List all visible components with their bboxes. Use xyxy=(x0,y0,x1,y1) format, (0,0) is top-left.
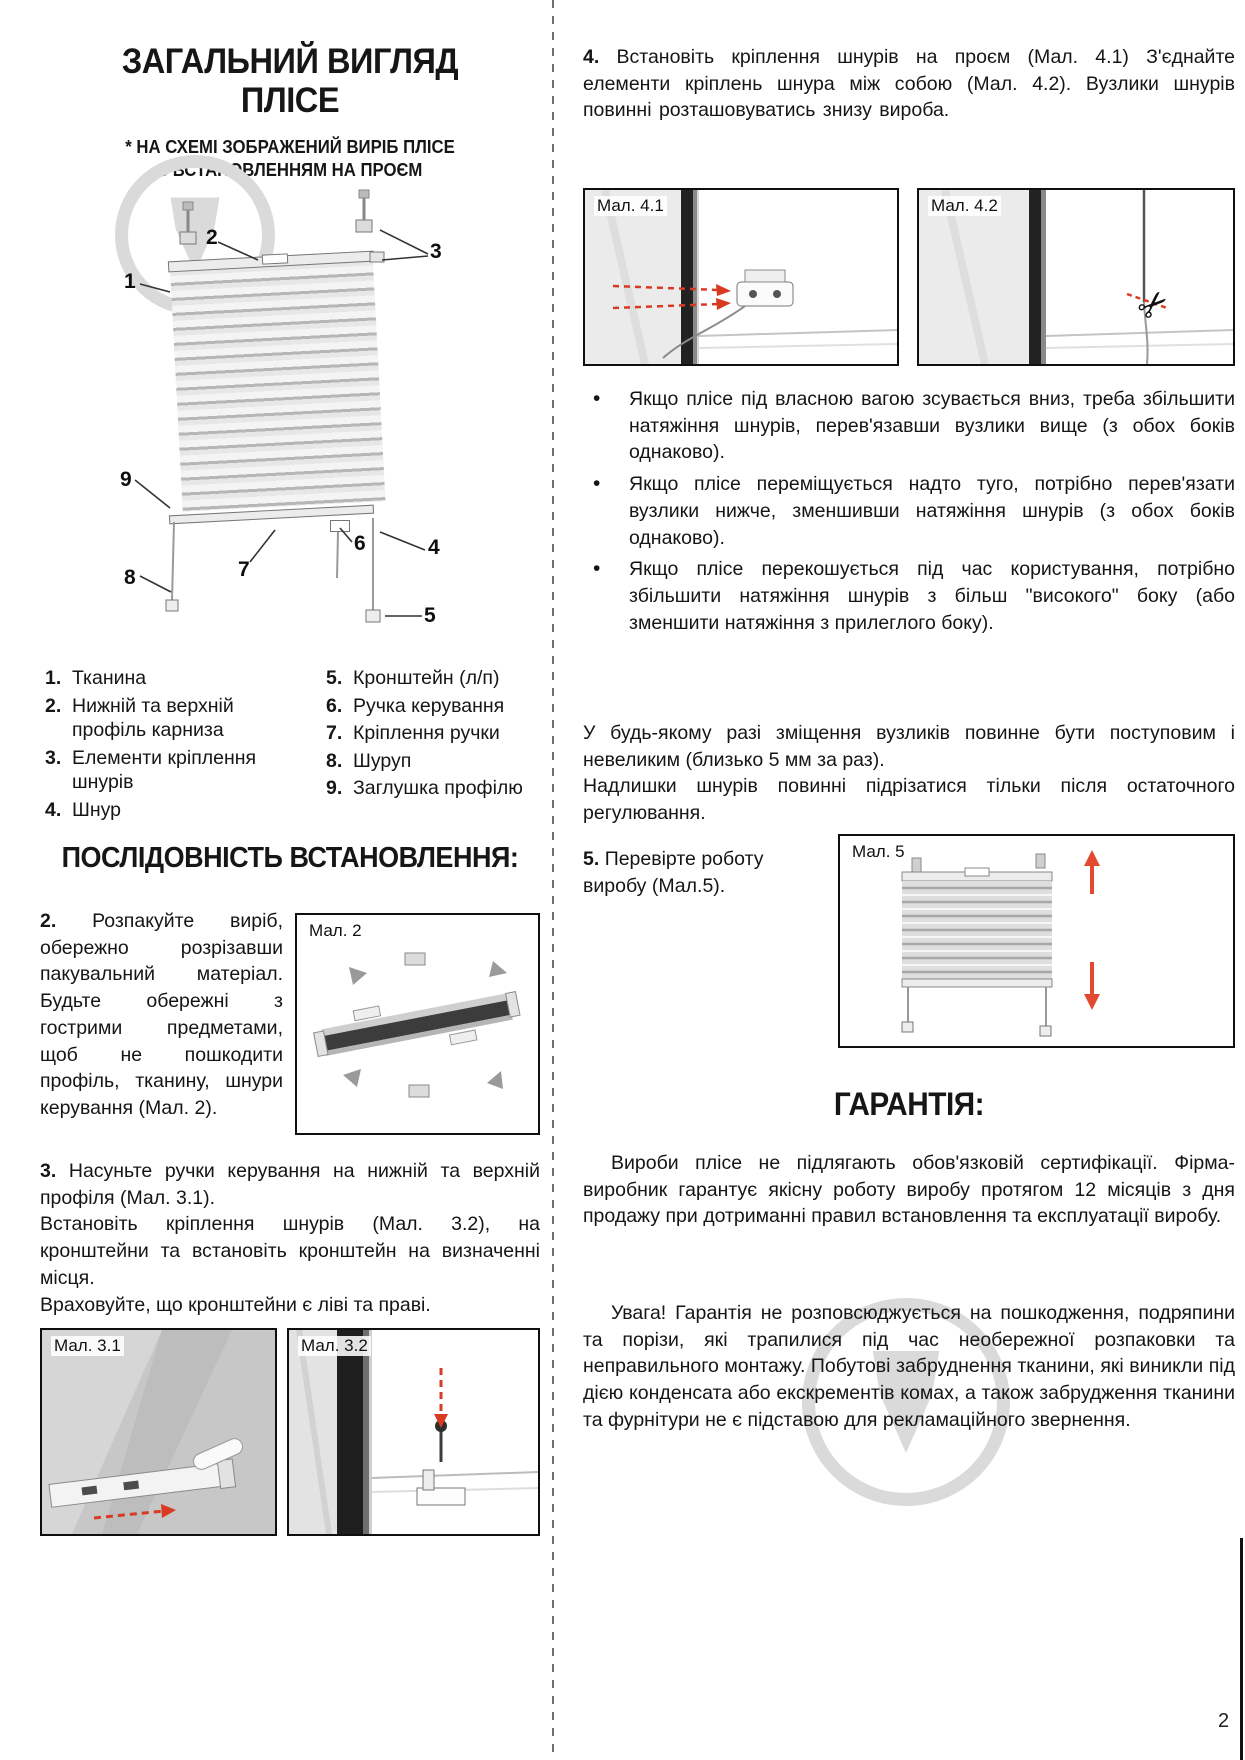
red-arrow xyxy=(612,302,720,310)
legend-item: 5.Кронштейн (л/п) xyxy=(326,667,500,689)
cord-bracket xyxy=(736,281,794,307)
step5-paragraph: 5. Перевірте роботу виробу (Мал.5). xyxy=(583,846,818,899)
callout-7: 7 xyxy=(238,558,250,581)
figure-2-label: Мал. 2 xyxy=(306,921,365,941)
window-frame xyxy=(1029,190,1041,364)
legend-item: 8.Шуруп xyxy=(326,749,412,772)
callout-9: 9 xyxy=(120,468,132,491)
leader-lines xyxy=(134,229,429,617)
overview-diagram: 1 2 3 4 5 6 7 8 9 xyxy=(40,155,540,662)
bullet-item: • Якщо плісе під власною вагою зсуваєтьс… xyxy=(593,387,1235,464)
step2-paragraph: 2. Розпакуйте виріб, обережно розрізавши… xyxy=(40,908,283,1122)
left-bracket-shape xyxy=(179,231,197,245)
figure-3-1: Мал. 3.1 xyxy=(40,1328,277,1536)
step3-number: 3. xyxy=(40,1160,57,1182)
callout-6: 6 xyxy=(354,532,366,555)
cord-bracket xyxy=(416,1487,466,1506)
warranty-paragraph-2: Увага! Гарантія не розповсюджується на п… xyxy=(583,1302,1235,1431)
figure-3-2-art xyxy=(289,1329,539,1535)
red-cut-mark xyxy=(1126,292,1168,310)
figure-3-2: Мал. 3.2 xyxy=(287,1328,540,1536)
figure-3-1-label: Мал. 3.1 xyxy=(51,1336,124,1356)
figure-4-1: Мал. 4.1 xyxy=(583,188,899,366)
figure-3-1-art xyxy=(42,1330,275,1534)
bullet-dot: • xyxy=(593,472,601,496)
step4-text: Встановіть кріплення шнурів на проєм (Ма… xyxy=(583,46,1236,122)
legend-item: 4.Шнур xyxy=(45,798,122,821)
page-title-line2: ПЛІСЕ xyxy=(240,81,340,121)
callout-1: 1 xyxy=(124,270,136,293)
adjustment-bullet-list: • Якщо плісе під власною вагою зсуваєтьс… xyxy=(583,386,1235,641)
figure-4-1-label: Мал. 4.1 xyxy=(594,196,667,216)
figure-2: Мал. 2 xyxy=(295,913,540,1135)
unpack-arrows xyxy=(343,961,507,1089)
step5-text: Перевірте роботу виробу (Мал.5). xyxy=(583,848,764,897)
step5-number: 5. xyxy=(583,848,600,870)
step2-number: 2. xyxy=(40,910,57,932)
cord xyxy=(662,305,746,359)
legend-column-2: 5.Кронштейн (л/п) 6.Ручка керування 7.Кр… xyxy=(326,666,540,822)
window-frame xyxy=(681,190,693,364)
callout-3: 3 xyxy=(430,240,442,263)
step3-line1: 3. Насуньте ручки керування на нижній та… xyxy=(40,1160,540,1209)
red-arrow xyxy=(612,284,720,292)
legend-item: 1.Тканина xyxy=(45,667,147,689)
figure-5-art xyxy=(901,850,1100,1037)
bullet-item: • Якщо плісе перекошується під час корис… xyxy=(593,557,1235,634)
page-subtitle: * НА СХЕМІ ЗОБРАЖЕНИЙ ВИРІБ ПЛІСЕ З ВСТА… xyxy=(58,136,523,183)
step2-text: Розпакуйте виріб, обережно розрізавши па… xyxy=(40,910,283,1119)
figure-2-art xyxy=(313,952,521,1098)
column-divider xyxy=(552,0,554,1760)
step4-paragraph: 4. Встановіть кріплення шнурів на проєм … xyxy=(583,44,1235,124)
bottom-profile xyxy=(901,978,1053,988)
step3-line2: Встановіть кріплення шнурів (Мал. 3.2), … xyxy=(40,1213,540,1289)
warranty-paragraph-1: Вироби плісе не підлягають обов'язковій … xyxy=(583,1152,1235,1228)
page-edge-line xyxy=(1240,1538,1243,1760)
bullet-dot: • xyxy=(593,387,601,410)
page-title: ЗАГАЛЬНИЙ ВИГЛЯД ПЛІСЕ xyxy=(58,42,523,120)
callout-5: 5 xyxy=(424,604,436,627)
parts-legend: 1.Тканина 2.Нижній та верхній профіль ка… xyxy=(45,666,540,822)
figure-3-2-label: Мал. 3.2 xyxy=(298,1336,371,1356)
bottom-handle xyxy=(330,520,350,532)
bullet-dot: • xyxy=(593,557,601,581)
install-sequence-header: ПОСЛІДОВНІСТЬ ВСТАНОВЛЕННЯ: xyxy=(61,842,519,874)
page-title-line1: ЗАГАЛЬНИЙ ВИГЛЯД xyxy=(121,42,459,81)
step3-paragraph: 3. Насуньте ручки керування на нижній та… xyxy=(40,1158,540,1318)
callout-2: 2 xyxy=(206,226,218,249)
window-frame xyxy=(337,1330,363,1534)
note-paragraph: У будь-якому разі зміщення вузликів пови… xyxy=(583,720,1235,827)
bullet-item: • Якщо плісе переміщується надто туго, п… xyxy=(593,472,1235,549)
figure-5-label: Мал. 5 xyxy=(849,842,908,862)
figure-4-2-label: Мал. 4.2 xyxy=(928,196,1001,216)
callout-8: 8 xyxy=(124,566,136,589)
note-line1: У будь-якому разі зміщення вузликів пови… xyxy=(583,722,1235,771)
figure-4-1-art xyxy=(585,189,898,365)
legend-item: 6.Ручка керування xyxy=(326,694,505,717)
figure-4-2-art: ✂ xyxy=(919,189,1234,365)
callout-4: 4 xyxy=(428,536,440,559)
page-subtitle-line1: * НА СХЕМІ ЗОБРАЖЕНИЙ ВИРІБ ПЛІСЕ xyxy=(125,137,455,157)
figure-4-2: Мал. 4.2 ✂ xyxy=(917,188,1235,366)
legend-column-1: 1.Тканина 2.Нижній та верхній профіль ка… xyxy=(45,666,300,822)
legend-item: 3.Елементи кріплення шнурів xyxy=(45,746,257,794)
left-cord xyxy=(171,521,175,601)
page-number: 2 xyxy=(1218,1710,1230,1732)
note-line2: Надлишки шнурів повинні підрізатися тіль… xyxy=(583,775,1235,825)
diagram-overlay xyxy=(134,189,429,623)
legend-item: 2.Нижній та верхній профіль карниза xyxy=(45,694,234,742)
right-bracket-shape xyxy=(355,219,373,233)
legend-item: 9.Заглушка профілю xyxy=(326,777,523,800)
legend-item: 7.Кріплення ручки xyxy=(326,722,500,745)
step3-line3: Враховуйте, що кронштейни є ліві та прав… xyxy=(40,1293,431,1316)
step4-number: 4. xyxy=(583,46,600,68)
warranty-header: ГАРАНТІЯ: xyxy=(833,1086,985,1122)
figure-5: Мал. 5 xyxy=(838,834,1235,1048)
